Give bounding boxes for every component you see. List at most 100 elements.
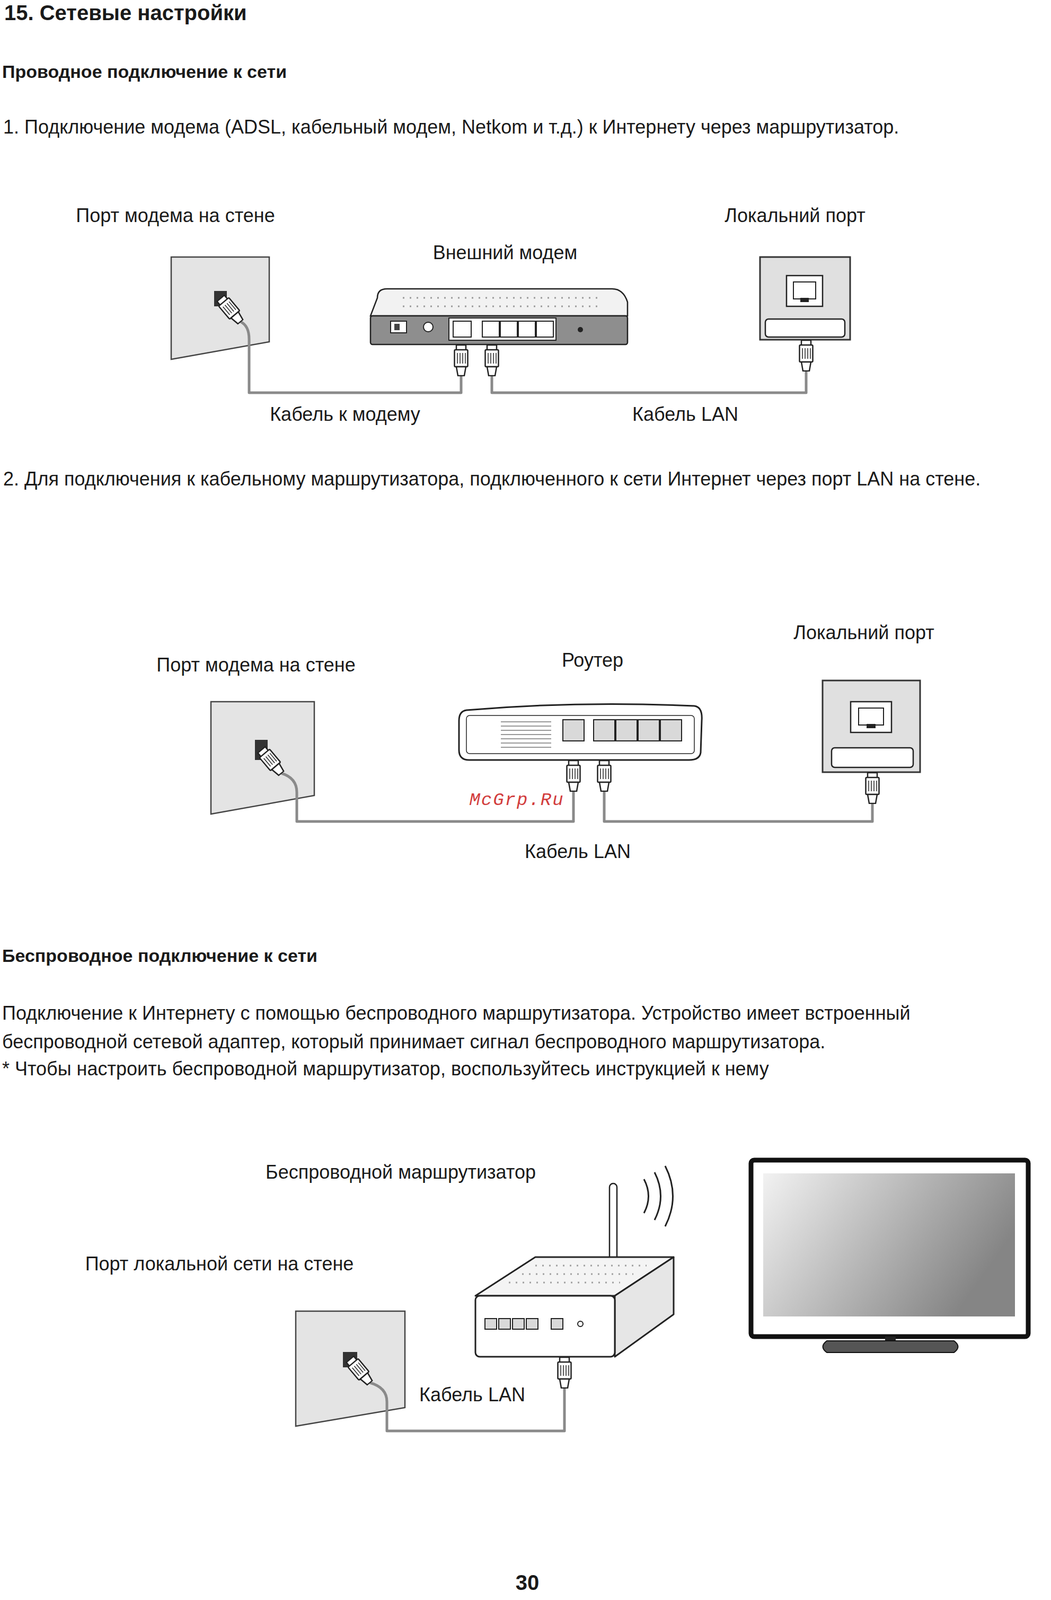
device-node: Порт локальной сети на стене	[295, 1311, 405, 1427]
rj45-plug	[345, 1355, 375, 1388]
lan-port	[660, 719, 682, 741]
rj45-plug	[485, 345, 499, 376]
device-label: Порт локальной сети на стене	[85, 1252, 355, 1276]
device-node: Локальний порт	[822, 680, 921, 805]
router-front	[475, 1295, 615, 1357]
lan-port	[593, 719, 615, 741]
router-vents	[508, 1265, 647, 1283]
lan-wall-socket	[822, 680, 921, 773]
rj45-plug	[558, 1357, 572, 1389]
socket-port	[858, 708, 884, 726]
rj45-plug	[256, 745, 287, 779]
port-panel	[448, 318, 556, 341]
device-node: Порт модема на стене	[171, 257, 270, 360]
socket-port	[793, 281, 816, 299]
device-node: Порт модема на стене	[210, 701, 315, 815]
lan-port	[638, 719, 660, 741]
text-holder: 15. Сетевые настройки	[4, 0, 247, 26]
router-side	[614, 1257, 674, 1357]
cable-label: Кабель к модему	[266, 402, 424, 426]
rj45-plug	[866, 772, 880, 804]
lan-port	[482, 321, 500, 338]
cable-line	[604, 791, 873, 822]
switch-lever	[394, 323, 400, 331]
page-number: 30	[515, 1569, 540, 1596]
socket-face	[786, 275, 823, 307]
wall-plate	[171, 257, 270, 360]
section-heading: Беспроводное подключение к сети	[2, 944, 318, 967]
modem-top	[370, 288, 628, 316]
router-body	[458, 703, 702, 761]
status-led	[577, 327, 584, 333]
device-label: Локальний порт	[724, 204, 865, 227]
reset-button	[423, 322, 434, 332]
lan-port	[498, 1318, 511, 1330]
lan-port	[615, 719, 638, 741]
power-switch	[390, 321, 407, 333]
tv-frame	[751, 1160, 1029, 1337]
plug-cord	[240, 321, 250, 360]
text-holder: 2. Для подключения к кабельному маршрути…	[3, 467, 981, 491]
cable-label: Кабель LAN	[629, 402, 742, 426]
wall-plate	[295, 1311, 405, 1427]
body-text: 1. Подключение модема (ADSL, кабельный м…	[3, 115, 899, 139]
note-text: * Чтобы настроить беспроводной маршрутиз…	[2, 1057, 770, 1081]
device-label: Порт модема на стене	[75, 204, 275, 227]
lan-wall-socket	[760, 257, 851, 340]
lan-port	[526, 1318, 538, 1330]
wan-port	[551, 1318, 563, 1330]
text-holder: Кабель LAN	[521, 840, 634, 863]
cable-label: Кабель LAN	[521, 840, 634, 863]
rj45-plug	[567, 760, 581, 792]
modem-vents	[402, 297, 599, 307]
text-holder: Беспроводное подключение к сети	[2, 944, 318, 967]
device-node: Беспроводной маршрутизатор	[475, 1166, 684, 1389]
tv-stand	[823, 1340, 959, 1353]
plug-cord	[281, 773, 297, 815]
watermark: McGrp.Ru	[469, 789, 564, 812]
device-label: Внешний модем	[433, 241, 578, 264]
wall-plate	[210, 701, 315, 815]
socket-slot	[765, 319, 845, 338]
lan-port	[484, 1318, 497, 1330]
router-front	[466, 715, 695, 754]
text-holder: Кабель к модему	[266, 402, 424, 426]
text-holder: Кабель LAN	[629, 402, 742, 426]
rj45-plug	[454, 345, 468, 376]
device-node: Внешний модем	[370, 288, 628, 377]
router-vents	[500, 721, 552, 748]
tv-screen	[763, 1173, 1015, 1317]
text-holder: Кабель LAN	[416, 1383, 529, 1407]
modem-front	[370, 315, 628, 345]
device-label: Локальний порт	[793, 621, 934, 644]
wifi-waves	[643, 1166, 674, 1227]
socket-notch	[866, 723, 876, 729]
socket-face	[850, 701, 892, 733]
device-label: Порт модема на стене	[156, 653, 356, 677]
lan-port	[518, 321, 536, 338]
lan-port	[500, 321, 518, 338]
cable-line	[249, 359, 462, 393]
rj45-plug	[215, 294, 246, 327]
socket-slot	[831, 747, 914, 768]
section-heading: Проводное подключение к сети	[2, 60, 287, 83]
device-label: Роутер	[561, 648, 624, 672]
cable-label: Кабель LAN	[416, 1383, 529, 1407]
device-node: Роутер	[457, 703, 702, 792]
body-text: Подключение к Интернету с помощью беспро…	[2, 999, 1010, 1057]
page-title: 15. Сетевые настройки	[4, 0, 247, 26]
body-text: 2. Для подключения к кабельному маршрути…	[3, 467, 981, 491]
device-node: Локальний порт	[760, 257, 851, 372]
text-holder: 1. Подключение модема (ADSL, кабельный м…	[3, 115, 899, 139]
text-holder: 30	[515, 1569, 540, 1596]
device-label: Беспроводной маршрутизатор	[265, 1160, 536, 1184]
lan-port	[512, 1318, 525, 1330]
text-holder: McGrp.Ru	[469, 789, 564, 812]
plug-cord	[369, 1382, 387, 1427]
rj45-plug	[799, 340, 814, 372]
text-holder: * Чтобы настроить беспроводной маршрутиз…	[2, 1057, 770, 1081]
cable-line	[491, 371, 807, 393]
socket-notch	[800, 297, 809, 303]
modem-port	[453, 321, 472, 338]
